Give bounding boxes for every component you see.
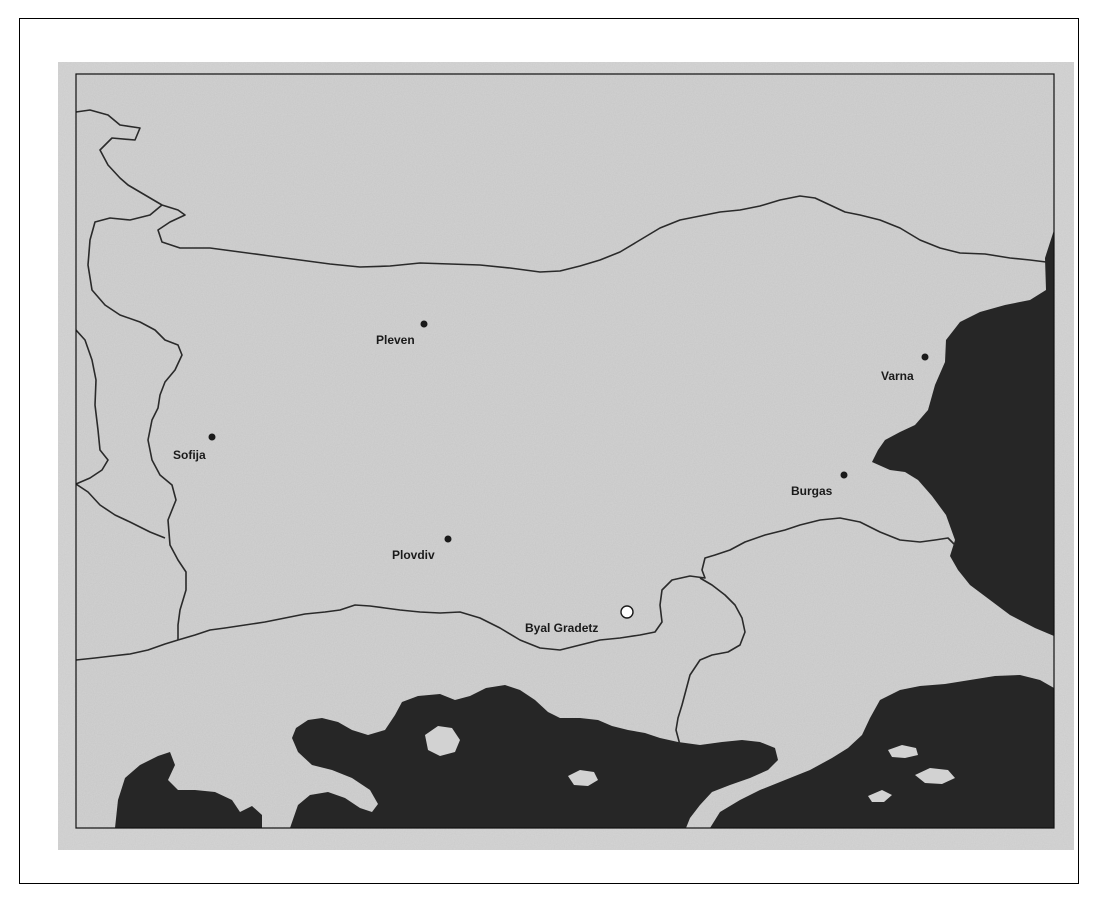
map-border (75, 73, 1055, 829)
pleven-marker (420, 320, 428, 328)
plovdiv-label: Plovdiv (392, 548, 435, 562)
marmara-sea (710, 675, 1054, 828)
sofija-label: Sofija (173, 448, 206, 462)
varna-marker (921, 353, 929, 361)
plovdiv-marker (444, 535, 452, 543)
border-south (177, 517, 956, 651)
island-marmara-1 (888, 745, 918, 758)
island-marmara-3 (868, 790, 892, 802)
burgas-label: Burgas (791, 484, 833, 498)
border-west (87, 204, 187, 640)
aegean-sea (115, 752, 262, 828)
sofija-marker (208, 433, 216, 441)
island-thasos (425, 726, 460, 756)
burgas-marker (840, 471, 848, 479)
black-sea (872, 230, 1054, 636)
byal-gradetz-marker (620, 605, 634, 619)
pleven-label: Pleven (376, 333, 415, 347)
border-greece-turkey (675, 577, 746, 746)
border-serbia-macedonia (76, 483, 166, 539)
byal-gradetz-label: Byal Gradetz (525, 621, 598, 635)
border-greece-west (76, 639, 179, 661)
aegean-sea-2 (290, 685, 778, 828)
varna-label: Varna (881, 369, 914, 383)
island-samothrace (568, 770, 598, 786)
border-north (76, 109, 1047, 273)
country-borders (76, 109, 1047, 746)
island-marmara-2 (915, 768, 955, 784)
border-serbia-north (76, 329, 109, 485)
